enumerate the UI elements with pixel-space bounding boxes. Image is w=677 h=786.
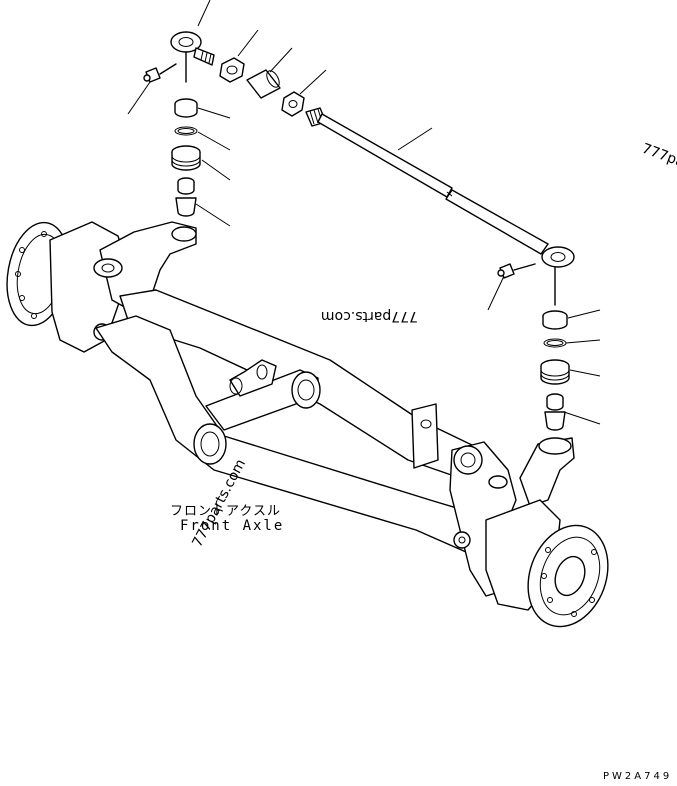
watermark-edge: 777pa bbox=[640, 141, 677, 171]
front-axle-icon bbox=[6, 221, 609, 628]
right-steering-arm bbox=[519, 437, 575, 507]
left-kingpin-parts bbox=[171, 98, 201, 217]
right-ball-joint-eye bbox=[541, 246, 575, 268]
grease-fitting-icon bbox=[143, 63, 536, 279]
watermark-center: 777parts.com bbox=[321, 308, 418, 324]
figure-code: PW2A749 bbox=[603, 771, 673, 782]
tie-rod-assembly-icon bbox=[170, 31, 575, 306]
left-joint-shank bbox=[193, 47, 215, 66]
right-kingpin-parts bbox=[540, 310, 570, 431]
jam-nut bbox=[219, 57, 245, 83]
leader-lines bbox=[127, 0, 601, 425]
caption-jp: フロントアクスル bbox=[170, 504, 281, 519]
adjust-sleeve bbox=[246, 69, 281, 99]
jam-nut-2 bbox=[281, 91, 305, 117]
caption-en: Front Axle bbox=[180, 518, 285, 534]
center-pivot-boss bbox=[291, 371, 321, 409]
tie-rod-tube bbox=[317, 113, 453, 198]
steering-bracket bbox=[411, 403, 439, 469]
left-pivot-boss bbox=[193, 423, 227, 465]
